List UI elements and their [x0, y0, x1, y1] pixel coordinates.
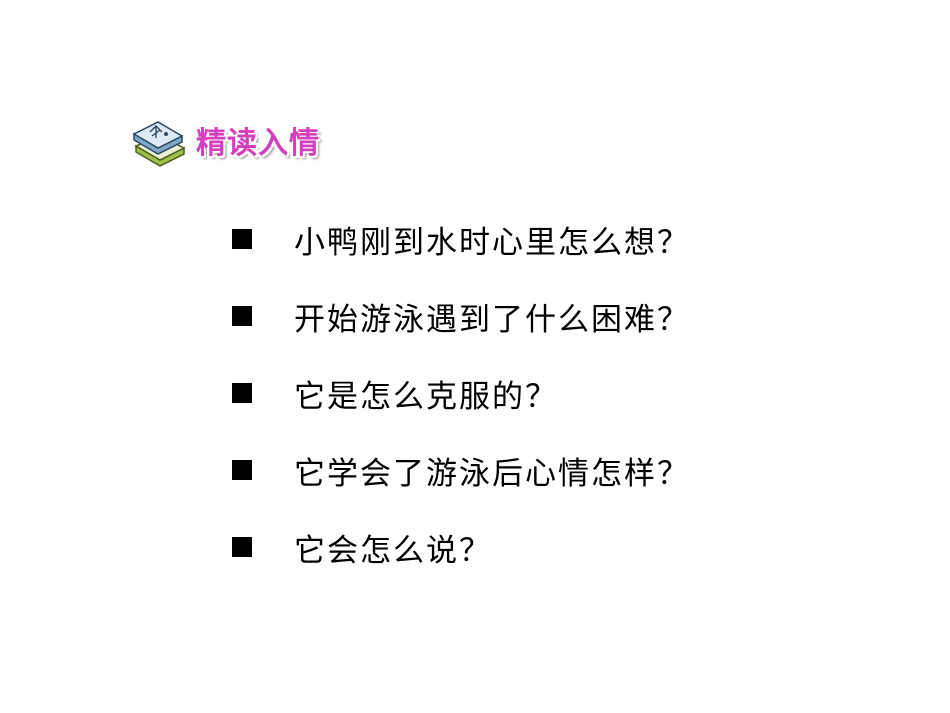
book-icon [132, 121, 186, 167]
square-bullet-icon [232, 460, 252, 480]
question-text: 开始游泳遇到了什么困难？ [294, 301, 690, 338]
list-item: 它是怎么克服的？ [232, 366, 690, 420]
square-bullet-icon [232, 537, 252, 557]
square-bullet-icon [232, 383, 252, 403]
question-text: 它是怎么克服的？ [294, 378, 558, 415]
section-title: 精读入情 [196, 126, 320, 161]
question-list: 小鸭刚到水时心里怎么想？ 开始游泳遇到了什么困难？ 它是怎么克服的？ 它学会了游… [232, 212, 690, 597]
list-item: 开始游泳遇到了什么困难？ [232, 289, 690, 343]
square-bullet-icon [232, 306, 252, 326]
question-text: 它会怎么说？ [294, 532, 492, 569]
question-text: 它学会了游泳后心情怎样？ [294, 455, 690, 492]
question-text: 小鸭刚到水时心里怎么想？ [294, 224, 690, 261]
list-item: 小鸭刚到水时心里怎么想？ [232, 212, 690, 266]
section-header: 精读入情 [130, 112, 320, 168]
list-item: 它学会了游泳后心情怎样？ [232, 443, 690, 497]
list-item: 它会怎么说？ [232, 520, 690, 574]
square-bullet-icon [232, 229, 252, 249]
